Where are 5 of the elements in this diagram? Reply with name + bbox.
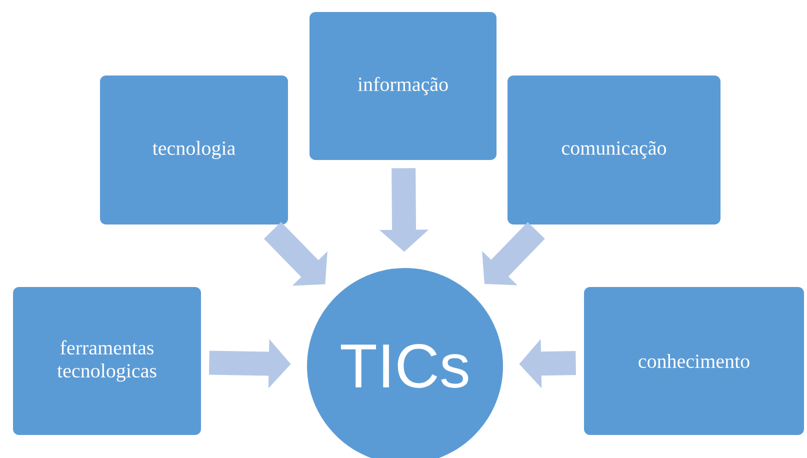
process-box: informação: [310, 12, 496, 160]
process-box: ferramentas tecnologicas: [13, 287, 201, 435]
process-box: tecnologia: [100, 76, 288, 224]
process-box: comunicação: [508, 76, 720, 224]
process-box: conhecimento: [584, 287, 804, 435]
